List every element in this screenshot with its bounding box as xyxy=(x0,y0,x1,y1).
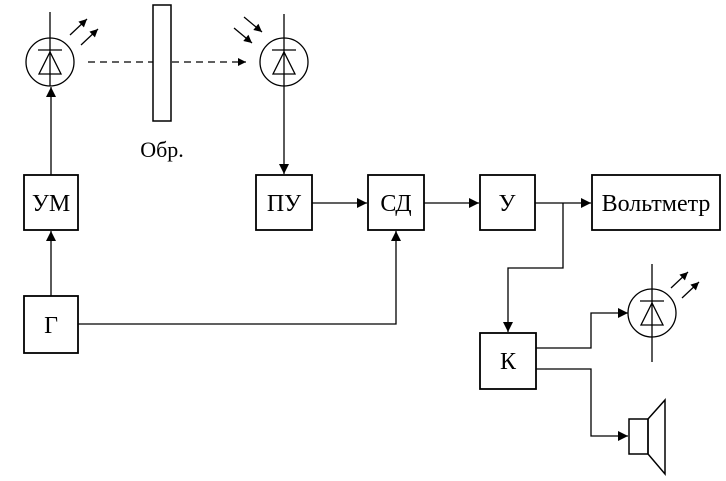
wire-k-to-speaker xyxy=(536,368,628,441)
wire-g-to-sd xyxy=(78,231,401,325)
block-um-label: УМ xyxy=(32,191,70,217)
sample-plate xyxy=(152,4,172,122)
block-g xyxy=(23,295,79,354)
block-g-label: Г xyxy=(44,313,58,339)
block-sd-label: СД xyxy=(380,191,411,217)
block-pu-label: ПУ xyxy=(267,191,301,217)
photodiode-icon xyxy=(233,14,309,87)
wire-k-to-led xyxy=(536,308,628,349)
sample-label: Обр. xyxy=(140,137,184,162)
speaker-icon xyxy=(628,398,666,477)
block-k-label: К xyxy=(500,349,517,375)
block-voltmeter-label: Вольтметр xyxy=(602,191,711,217)
emitter-led-icon xyxy=(25,12,99,87)
block-voltmeter xyxy=(591,174,721,231)
block-sd xyxy=(367,174,425,231)
block-u-label: У xyxy=(499,191,516,217)
wire-u-to-k xyxy=(503,203,564,332)
indicator-led-icon xyxy=(627,264,700,362)
block-k xyxy=(479,332,537,390)
